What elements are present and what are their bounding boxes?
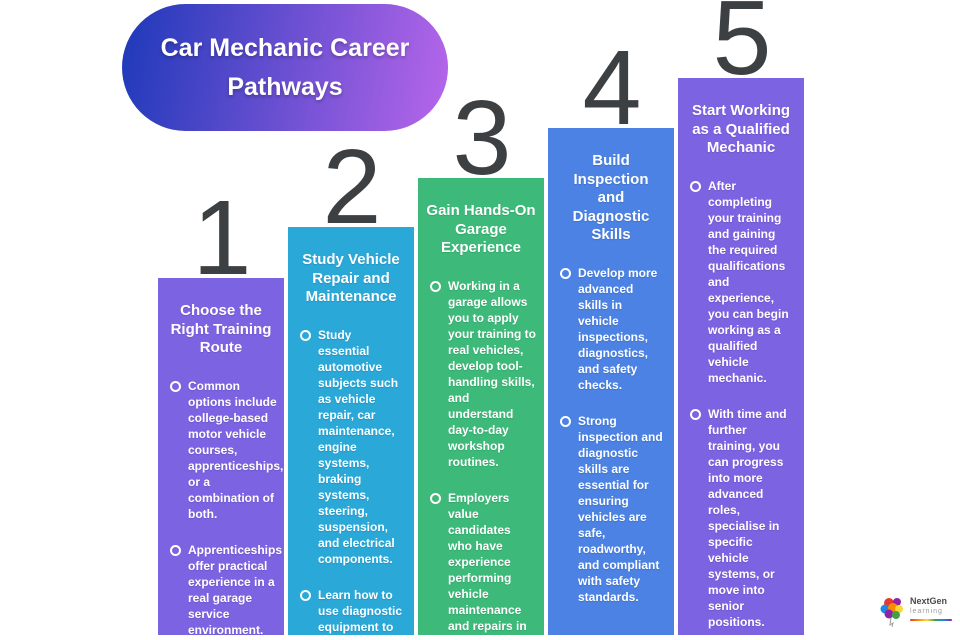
title-line-2: Pathways [227,72,343,101]
bullet-text: Study essential automotive subjects such… [318,327,399,566]
brain-logo-icon [880,598,903,628]
bullet-text: With time and further training, you can … [708,406,787,629]
step-number-2: 2 [322,128,382,246]
bullet-text: Common options include college-based mot… [188,378,284,521]
bullet-ring-icon [430,280,441,292]
step-title: Start Working as a Qualified Mechanic [691,102,791,157]
bullet-item: Learn how to use diagnostic equipment to… [300,587,406,635]
bullet-ring-icon [430,492,441,504]
bullet-item: Working in a garage allows you to apply … [430,278,536,470]
bullet-ring-icon [690,408,701,420]
logo-brand: NextGen [910,596,948,606]
bullet-text: After completing your training and gaini… [708,178,789,385]
logo-subtitle: learning [910,608,943,615]
logo: NextGen learning [880,596,952,628]
step-column-3: Gain Hands-On Garage Experience Working … [418,178,544,635]
bullet-ring-icon [560,267,571,279]
bullet-list: After completing your training and gaini… [678,178,804,630]
bullet-text: Develop more advanced skills in vehicle … [578,265,658,392]
bullet-item: Develop more advanced skills in vehicle … [560,265,666,393]
step-title: Gain Hands-On Garage Experience [426,202,536,257]
step-number-5: 5 [712,0,772,97]
bullet-ring-icon [170,544,181,556]
bullet-text: Apprenticeships offer practical experien… [188,542,283,635]
step-column-1: Choose the Right Training Route Common o… [158,278,284,635]
step-title: Build Inspection and Diagnostic Skills [572,152,650,244]
bullet-text: Strong inspection and diagnostic skills … [578,413,663,604]
bullet-text: Working in a garage allows you to apply … [448,278,536,469]
bullet-list: Common options include college-based mot… [158,378,284,635]
bullet-item: After completing your training and gaini… [690,178,796,386]
bullet-item: Strong inspection and diagnostic skills … [560,413,666,605]
step-column-4: Build Inspection and Diagnostic Skills D… [548,128,674,635]
bullet-list: Working in a garage allows you to apply … [418,278,544,635]
bullet-ring-icon [300,589,311,601]
step-title: Study Vehicle Repair and Maintenance [302,251,400,306]
bullet-list: Develop more advanced skills in vehicle … [548,265,674,605]
step-column-5: Start Working as a Qualified Mechanic Af… [678,78,804,635]
bullet-item: Employers value candidates who have expe… [430,490,536,635]
bullet-item: Common options include college-based mot… [170,378,283,522]
logo-text: NextGen learning [910,596,952,621]
bullet-ring-icon [170,380,181,392]
bullet-list: Study essential automotive subjects such… [288,327,414,635]
step-number-1: 1 [192,179,252,297]
title-line-1: Car Mechanic Career [160,33,410,62]
bullet-item: Apprenticeships offer practical experien… [170,542,282,635]
rainbow-bar [910,619,952,621]
bullet-item: Study essential automotive subjects such… [300,327,406,567]
step-column-2: Study Vehicle Repair and Maintenance Stu… [288,227,414,635]
step-number-3: 3 [452,79,512,197]
bullet-ring-icon [690,180,701,192]
bullet-ring-icon [560,415,571,427]
bullet-text: Learn how to use diagnostic equipment to… [318,587,403,634]
bullet-ring-icon [300,329,311,341]
bullet-item: With time and further training, you can … [690,406,796,630]
bullet-text: Employers value candidates who have expe… [448,490,527,635]
title-pill: Car Mechanic Career Pathways [122,4,448,131]
step-number-4: 4 [582,29,642,147]
step-title: Choose the Right Training Route [170,302,272,357]
